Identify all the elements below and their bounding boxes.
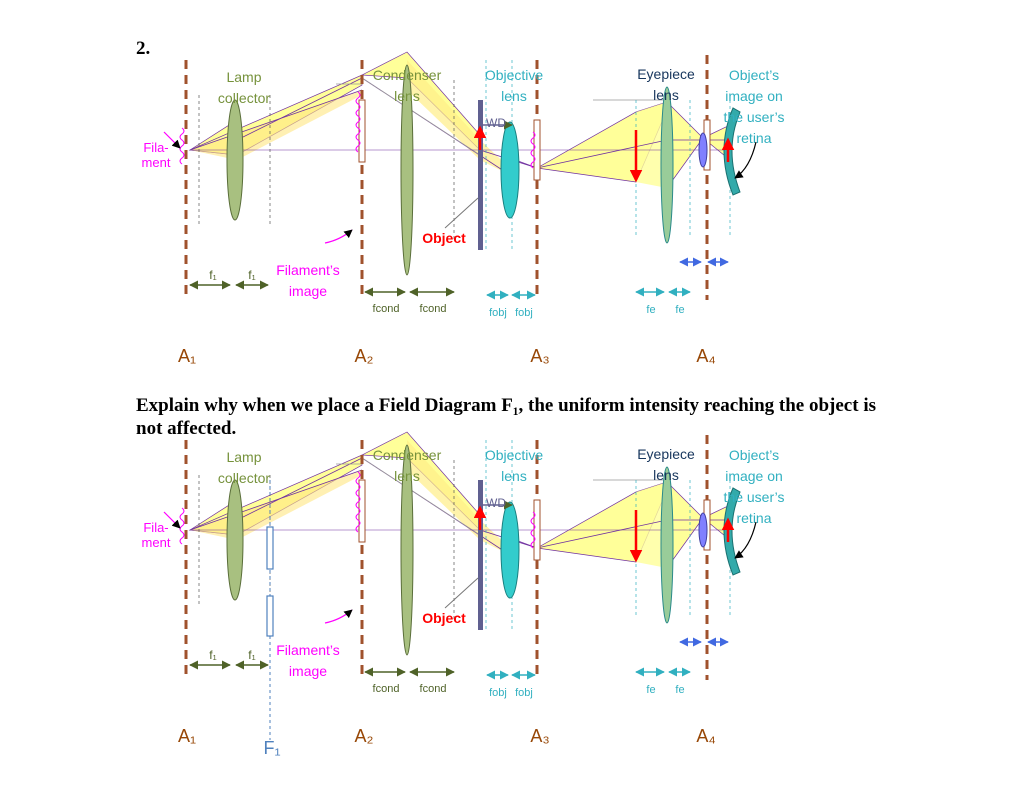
diagram-top: Lamp collector Condenser lens Objective … — [142, 52, 785, 366]
a2-label: A₂ — [355, 346, 374, 366]
svg-text:Object’s: Object’s — [729, 447, 779, 463]
svg-text:lens: lens — [501, 88, 527, 104]
svg-text:A₄: A₄ — [696, 726, 715, 746]
svg-text:fe: fe — [675, 304, 684, 316]
fcond-label: fcond — [373, 303, 400, 315]
a3-label: A₃ — [530, 346, 549, 366]
svg-text:f₁: f₁ — [248, 268, 255, 282]
fobj-label: fobj — [489, 307, 507, 319]
svg-text:image: image — [289, 283, 327, 299]
filament-label: Fila- — [143, 140, 168, 155]
svg-text:lens: lens — [501, 468, 527, 484]
svg-text:fobj: fobj — [489, 687, 507, 699]
svg-text:A₂: A₂ — [355, 726, 374, 746]
question-text: Explain why when we place a Field Diagra… — [136, 395, 876, 439]
svg-text:Objective: Objective — [485, 447, 544, 463]
a4-label: A₄ — [696, 346, 715, 366]
filament-image-label: Filament’s — [276, 262, 340, 278]
field-diaphragm — [266, 480, 274, 740]
svg-text:ment: ment — [142, 155, 171, 170]
svg-text:fe: fe — [646, 684, 655, 696]
objective-label: Objective — [485, 67, 544, 83]
fe-label: fe — [646, 304, 655, 316]
svg-text:Object: Object — [422, 610, 466, 626]
svg-text:f₁: f₁ — [209, 648, 216, 662]
svg-text:lens: lens — [653, 87, 679, 103]
svg-text:fobj: fobj — [515, 687, 533, 699]
svg-text:WD: WD — [486, 496, 506, 510]
question-number: 2. — [136, 38, 151, 59]
svg-text:fcond: fcond — [420, 683, 447, 695]
svg-text:image: image — [289, 663, 327, 679]
svg-text:Lamp: Lamp — [226, 449, 261, 465]
lamp-collector-label: Lamp — [226, 69, 261, 85]
object-label: Object — [422, 230, 466, 246]
svg-text:retina: retina — [736, 510, 771, 526]
svg-text:Eyepiece: Eyepiece — [637, 446, 695, 462]
svg-text:ment: ment — [142, 535, 171, 550]
svg-text:fe: fe — [675, 684, 684, 696]
svg-text:image on: image on — [725, 88, 783, 104]
svg-text:Filament’s: Filament’s — [276, 642, 340, 658]
condenser-label: Condenser — [373, 67, 442, 83]
svg-text:lens: lens — [394, 468, 420, 484]
svg-text:lens: lens — [653, 467, 679, 483]
svg-text:collector: collector — [218, 470, 270, 486]
svg-text:f₁: f₁ — [248, 648, 255, 662]
svg-text:retina: retina — [736, 130, 771, 146]
svg-text:Condenser: Condenser — [373, 447, 442, 463]
svg-text:the user’s: the user’s — [724, 489, 785, 505]
svg-text:lens: lens — [394, 88, 420, 104]
svg-text:fcond: fcond — [420, 303, 447, 315]
wd-label: WD — [486, 116, 506, 130]
svg-text:collector: collector — [218, 90, 270, 106]
svg-text:A₃: A₃ — [530, 726, 549, 746]
svg-text:image on: image on — [725, 468, 783, 484]
svg-text:A₁: A₁ — [178, 726, 196, 746]
svg-text:fobj: fobj — [515, 307, 533, 319]
a1-label: A₁ — [178, 346, 196, 366]
svg-text:the user’s: the user’s — [724, 109, 785, 125]
eyepiece-label: Eyepiece — [637, 66, 695, 82]
diagram-bottom: Lamp collector Condenser lens Objective … — [142, 432, 785, 758]
svg-text:fcond: fcond — [373, 683, 400, 695]
retina-label: Object’s — [729, 67, 779, 83]
f1-label: f₁ — [209, 268, 216, 282]
svg-text:Fila-: Fila- — [143, 520, 168, 535]
f1-diaphragm-label: F₁ — [263, 738, 280, 758]
